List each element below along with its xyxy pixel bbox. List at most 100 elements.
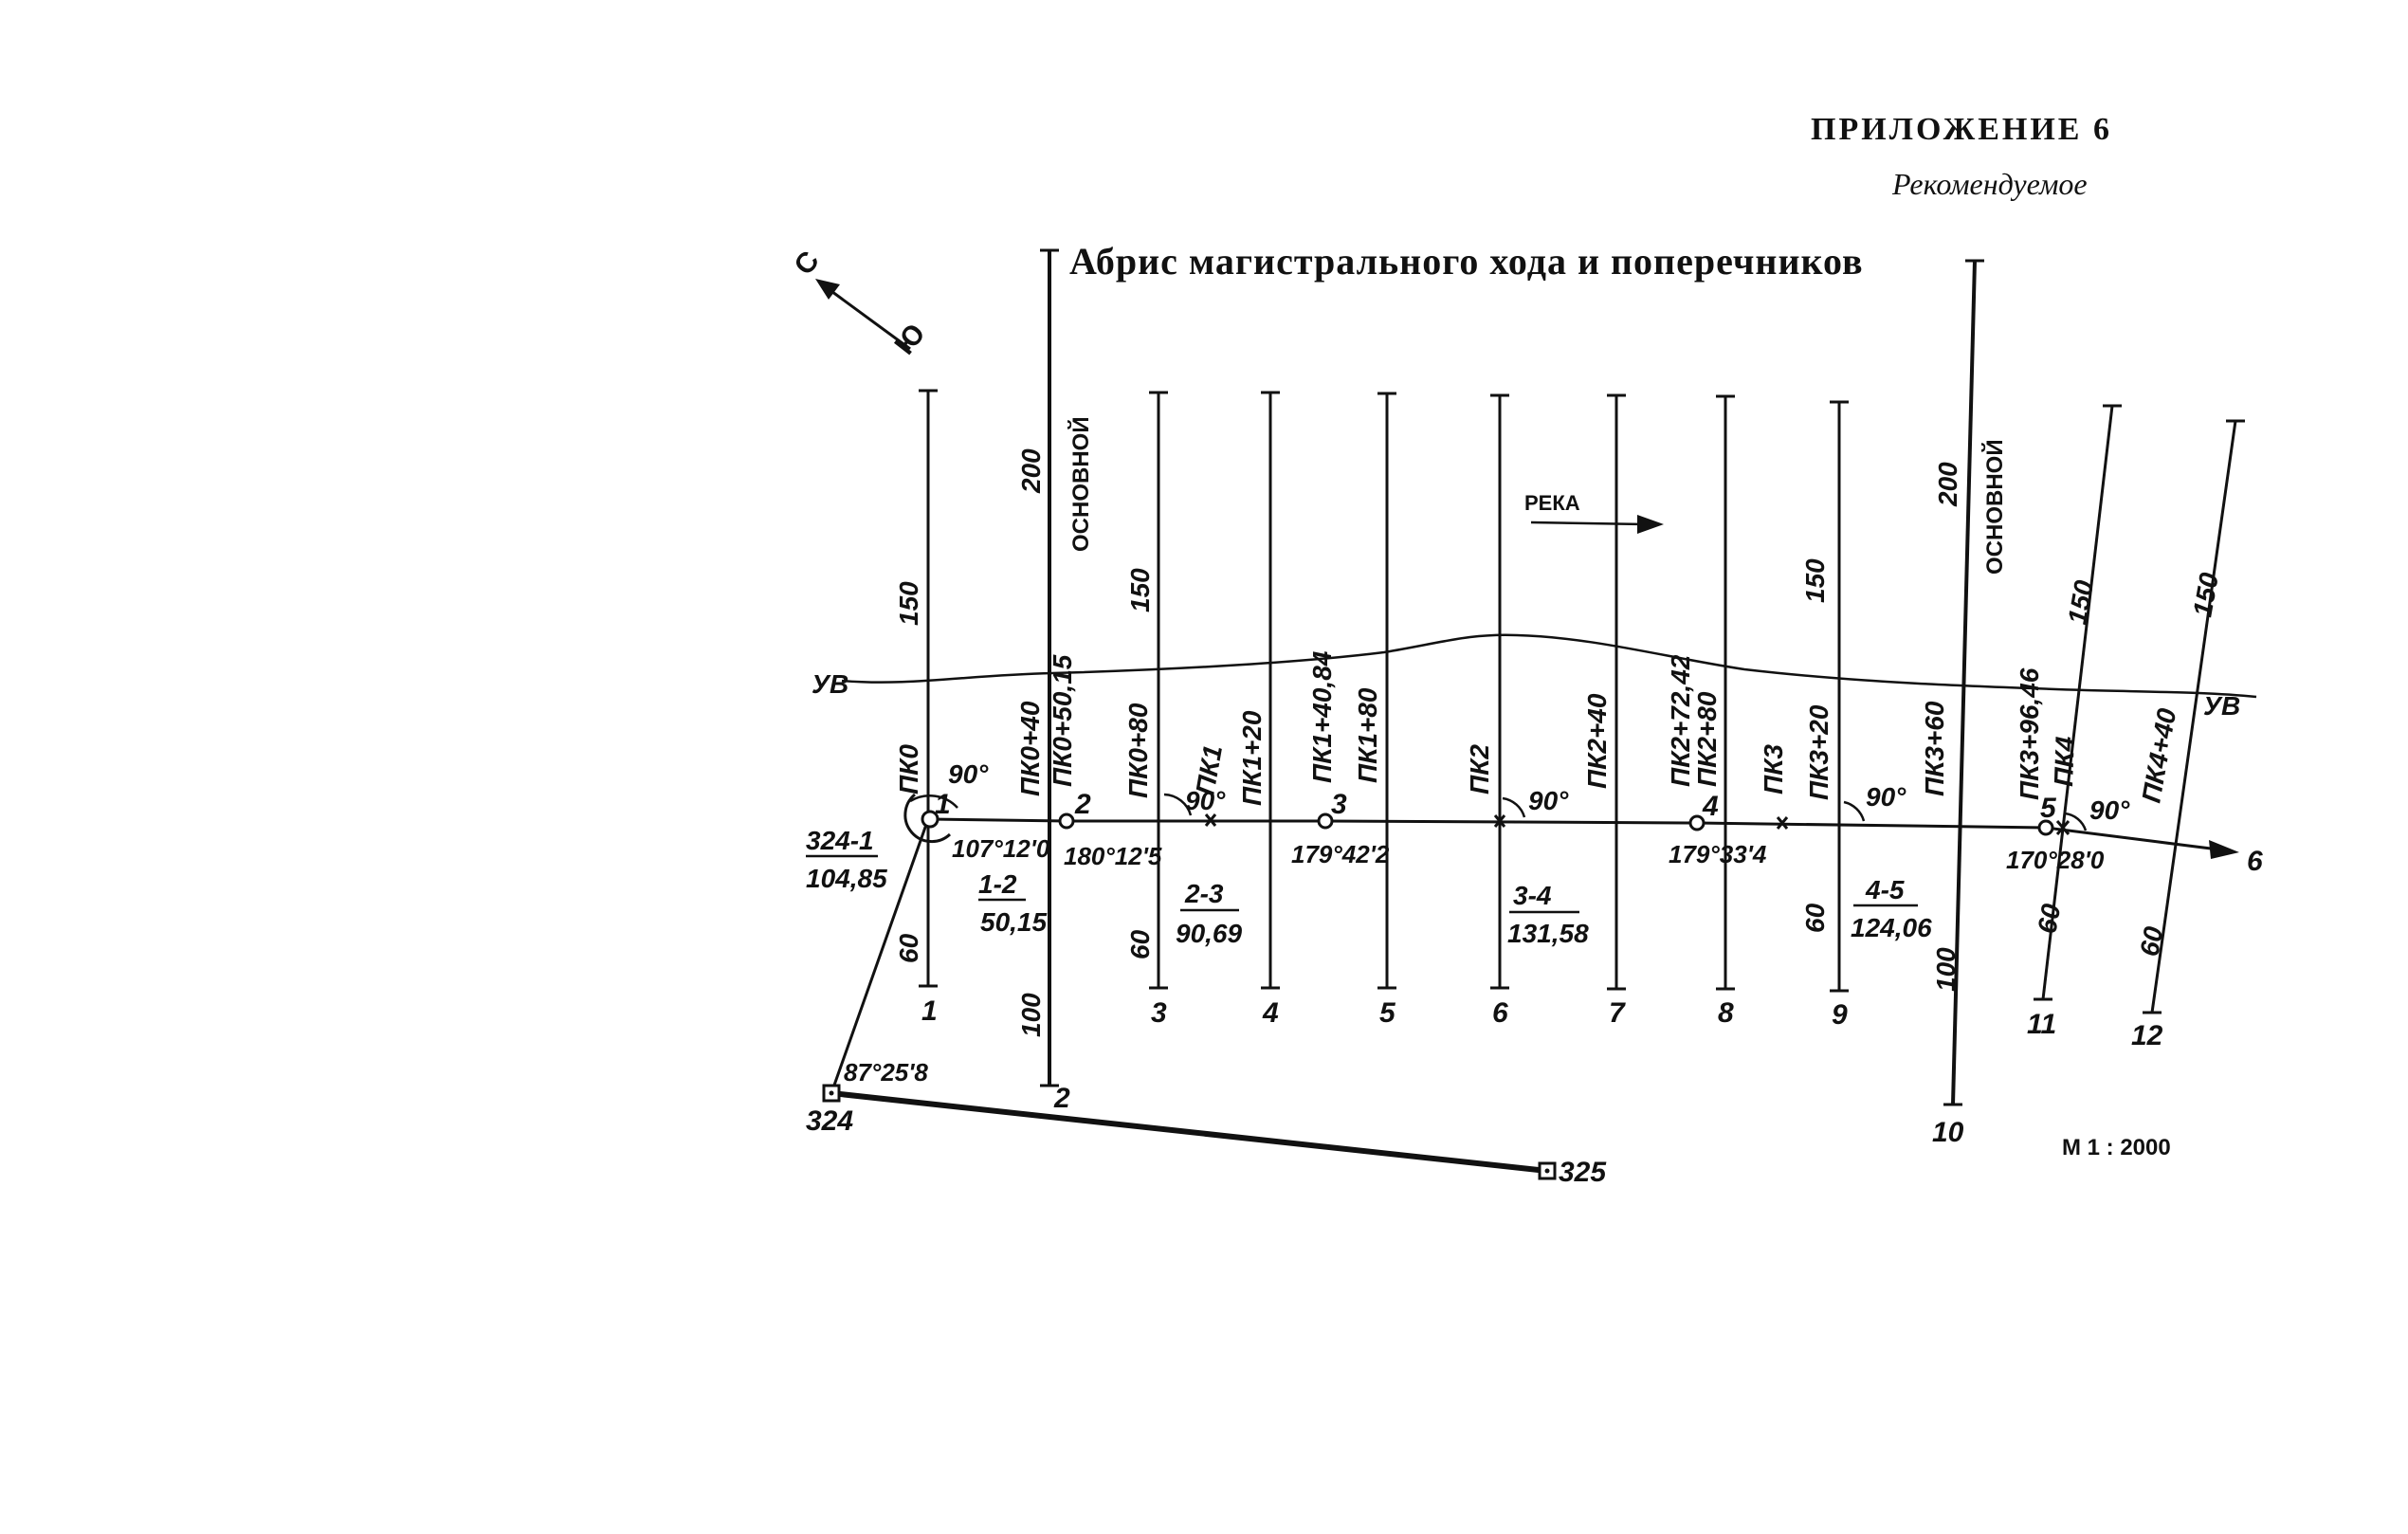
leg-name-3-4: 3-4: [1513, 881, 1552, 910]
traverse-angle-5: 170°28'0: [2006, 846, 2105, 874]
station-label-3: 3: [1331, 789, 1347, 820]
right-angle-label-2: 90°: [1185, 786, 1226, 815]
picket-cross-pk2: [1493, 814, 1506, 828]
leg-name-2-3: 2-3: [1184, 879, 1224, 908]
fraction-bars: [806, 854, 1918, 914]
leg-length-2-3: 90,69: [1176, 919, 1242, 948]
station-label-6: 6: [2247, 846, 2263, 877]
section-number-9: 9: [1832, 999, 1848, 1031]
picket-pk2: ПК2: [1465, 744, 1494, 794]
picket-pk4-40: ПК4+40: [2136, 705, 2181, 805]
river-flow-arrow: [1530, 520, 1646, 526]
length-150-s11: 150: [2062, 577, 2099, 627]
tie-line-name: 324-1: [806, 826, 874, 855]
station-label-2: 2: [1074, 789, 1091, 820]
picket-pk0-40: ПК0+40: [1015, 701, 1045, 796]
length-60-s12: 60: [2134, 924, 2168, 959]
section-number-1: 1: [921, 995, 938, 1027]
main-traverse-line: [929, 817, 2219, 851]
main-axis-label-2: ОСНОВНОЙ: [1067, 416, 1094, 552]
picket-pk3-96-46: ПК3+96,46: [2015, 667, 2044, 800]
length-100-s2: 100: [1016, 993, 1046, 1037]
leg-length-1-2: 50,15: [980, 907, 1047, 937]
station-marker-3: [1317, 813, 1334, 830]
angle-arc-1b: [903, 793, 952, 844]
angle-arc-3: [1502, 796, 1526, 818]
section-number-11: 11: [2027, 1009, 2056, 1040]
section-number-8: 8: [1718, 997, 1734, 1029]
water-level-label-left: УВ: [812, 669, 848, 699]
appendix-title: ПРИЛОЖЕНИЕ 6: [1811, 112, 2112, 147]
compass-arrow: [824, 284, 911, 351]
right-angle-label-5: 90°: [2089, 795, 2130, 825]
picket-cross-pk3: [1776, 816, 1789, 830]
section-number-6: 6: [1492, 997, 1508, 1029]
compass-arrow-head: [815, 279, 840, 300]
angle-arc-5: [2064, 812, 2088, 831]
river-arrow-head: [1637, 515, 1664, 534]
water-level-line: [841, 633, 2257, 699]
picket-pk2-40: ПК2+40: [1582, 693, 1612, 789]
angle-arc-2: [1163, 793, 1193, 816]
tie-line-length: 104,85: [806, 864, 887, 893]
section-end-ticks: [919, 248, 2245, 1106]
length-100-s10: 100: [1931, 947, 1961, 992]
river-label: РЕКА: [1524, 491, 1580, 515]
picket-cross-pk4: [2055, 820, 2071, 835]
length-150-s9: 150: [1800, 558, 1830, 603]
cross-section-line-10: [1951, 260, 1977, 1105]
benchmark-324-label: 324: [806, 1105, 853, 1137]
length-150-s3: 150: [1125, 568, 1155, 612]
water-level-label-right: УВ: [2203, 691, 2240, 721]
angle-arc-4: [1843, 800, 1866, 822]
right-angle-label-3: 90°: [1528, 786, 1569, 815]
picket-pk3: ПК3: [1759, 744, 1788, 794]
scale-label: М 1 : 2000: [2062, 1135, 2171, 1160]
station-marker-2: [1058, 813, 1075, 830]
length-200-s2: 200: [1016, 448, 1046, 494]
picket-cross-pk1: [1204, 813, 1217, 827]
length-200-s10: 200: [1933, 462, 1962, 507]
section-number-12: 12: [2131, 1020, 2163, 1051]
length-150-s1: 150: [894, 581, 923, 626]
cross-section-line-12: [2150, 420, 2237, 1014]
baseline-line: [830, 1090, 1548, 1174]
angle-arc-1: [909, 794, 958, 809]
main-axis-label-10: ОСНОВНОЙ: [1981, 439, 2008, 575]
length-60-s3: 60: [1125, 929, 1155, 959]
length-150-s12: 150: [2187, 570, 2224, 619]
tie-angle-label: 87°25'8: [844, 1058, 928, 1087]
section-number-4: 4: [1262, 997, 1279, 1029]
tie-line: [830, 818, 930, 1094]
traverse-arrow-head: [2209, 840, 2239, 859]
compass-south-label: Ю: [889, 319, 932, 361]
picket-pk1-40-84: ПК1+40,84: [1307, 650, 1337, 783]
station-label-1: 1: [935, 789, 951, 820]
picket-pk3-20: ПК3+20: [1804, 704, 1833, 800]
leg-length-4-5: 124,06: [1851, 913, 1932, 942]
traverse-angle-4: 179°33'4: [1669, 840, 1767, 868]
station-marker-4: [1688, 814, 1706, 831]
length-60-s1: 60: [894, 933, 923, 963]
right-angle-label-1: 90°: [948, 759, 989, 789]
benchmark-325-label: 325: [1559, 1157, 1607, 1188]
length-60-s11: 60: [2032, 902, 2066, 936]
station-marker-5: [2037, 819, 2054, 836]
section-number-7: 7: [1609, 997, 1626, 1029]
section-number-5: 5: [1379, 997, 1396, 1029]
picket-pk4: ПК4: [2049, 736, 2080, 787]
station-label-4: 4: [1702, 791, 1719, 822]
traverse-angle-1: 107°12'0: [952, 834, 1050, 863]
length-60-s9: 60: [1800, 903, 1830, 933]
diagram-title: Абрис магистрального хода и поперечников: [1069, 240, 1864, 283]
appendix-subtitle: Рекомендуемое: [1892, 167, 2088, 201]
picket-pk2-72-42: ПК2+72,42: [1666, 654, 1695, 787]
leg-name-4-5: 4-5: [1865, 875, 1905, 904]
benchmark-325-dot: [1544, 1168, 1550, 1174]
picket-pk2-80: ПК2+80: [1692, 691, 1722, 787]
picket-pk1-20: ПК1+20: [1237, 710, 1267, 806]
leg-name-1-2: 1-2: [978, 869, 1017, 899]
cross-section-line-11: [2041, 405, 2114, 1000]
section-number-2: 2: [1053, 1083, 1070, 1114]
